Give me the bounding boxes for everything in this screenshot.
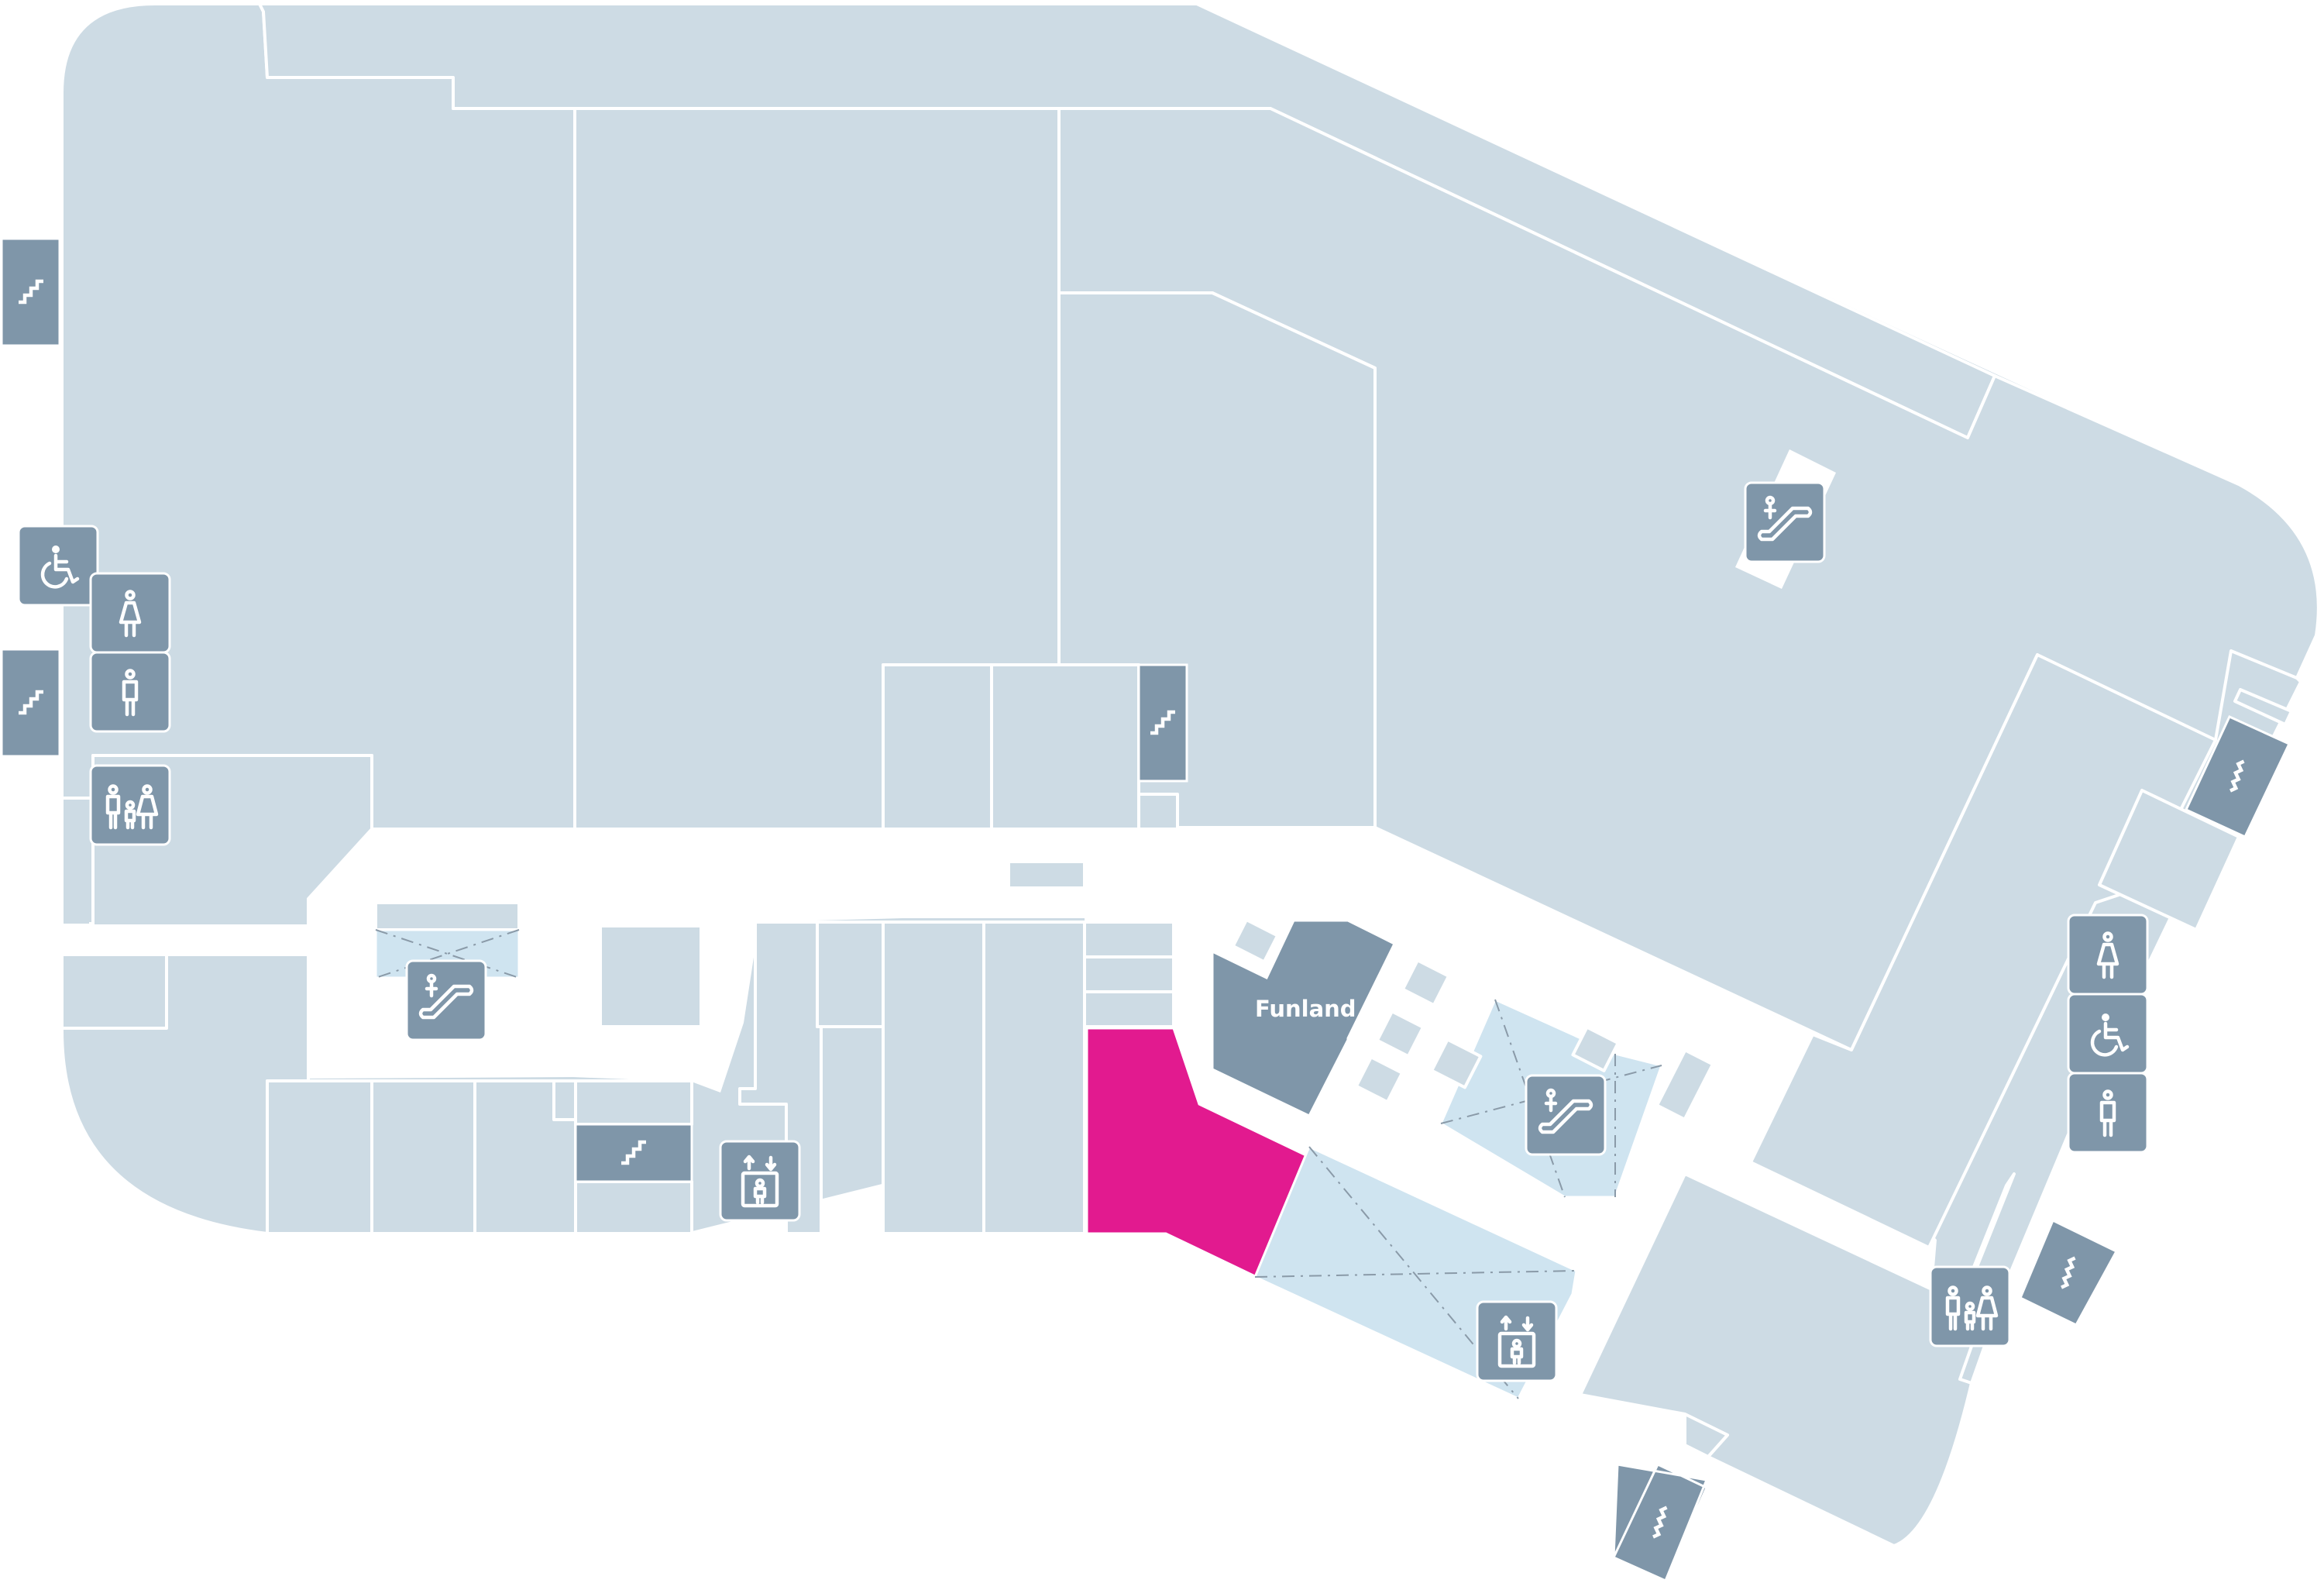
kiosk-3 xyxy=(1375,1010,1425,1058)
stairs-south[interactable] xyxy=(1611,1463,1709,1583)
stairs-west-lower[interactable] xyxy=(0,648,61,758)
funland-block[interactable] xyxy=(1211,919,1397,1117)
family-restroom-west[interactable] xyxy=(89,764,171,846)
shop-central-south-b xyxy=(816,921,885,1028)
anchor-store-southeast xyxy=(1579,1172,1985,1547)
elevator-south[interactable] xyxy=(1476,1300,1558,1382)
stairs-south-west[interactable] xyxy=(574,1123,693,1183)
shop-central-block xyxy=(599,924,703,1028)
shop-south-2 xyxy=(370,1079,476,1235)
escalator-northeast[interactable] xyxy=(1744,481,1826,563)
kiosk-7 xyxy=(1655,1048,1714,1121)
shop-central-south-c xyxy=(882,921,985,1235)
shop-kiosk-b xyxy=(990,663,1140,831)
shop-north-strip xyxy=(258,2,1996,439)
kiosk-4 xyxy=(1354,1055,1404,1104)
mens-restroom-west[interactable] xyxy=(89,651,171,733)
stairs-east[interactable] xyxy=(2185,715,2291,838)
stairs-southeast[interactable] xyxy=(2019,1218,2119,1327)
shop-south-4b xyxy=(574,1180,693,1235)
kiosk-1 xyxy=(1231,918,1280,964)
accessible-restroom-east[interactable] xyxy=(2067,993,2149,1075)
entrance-east xyxy=(2233,688,2293,726)
mens-restroom-east[interactable] xyxy=(2067,1072,2149,1154)
womens-restroom-east[interactable] xyxy=(2067,914,2149,996)
west-corridor xyxy=(62,924,310,955)
kiosk-2 xyxy=(1401,958,1451,1007)
shop-west-small xyxy=(60,953,168,1030)
shop-central-south-e xyxy=(1083,921,1175,958)
shop-west-kiosk xyxy=(374,901,521,931)
accessible-restroom-west[interactable] xyxy=(17,525,99,607)
funland-label: Funland xyxy=(1255,996,1356,1022)
info-kiosk xyxy=(1007,860,1086,890)
womens-restroom-west[interactable] xyxy=(89,572,171,654)
stairs-west-upper[interactable] xyxy=(0,237,61,347)
kiosk-5 xyxy=(1430,1038,1483,1089)
shop-south-4 xyxy=(574,1079,693,1126)
stairs-north-center[interactable] xyxy=(1137,663,1188,783)
family-restroom-east[interactable] xyxy=(1929,1265,2011,1347)
shop-central-south-d xyxy=(982,921,1086,1235)
shop-kiosk-a xyxy=(882,663,993,831)
shop-central-south-g xyxy=(1083,990,1175,1028)
escalator-west[interactable] xyxy=(405,959,487,1041)
anchor-store-east xyxy=(1749,653,2217,1249)
kiosk-6 xyxy=(1571,1025,1620,1072)
elevator-central[interactable] xyxy=(719,1140,801,1222)
shop-south-1 xyxy=(266,1079,373,1235)
entrance-southeast xyxy=(1683,1413,1729,1458)
shop-central-south-f xyxy=(1083,955,1175,993)
escalator-east[interactable] xyxy=(1525,1074,1607,1156)
shop-east-small xyxy=(2098,789,2240,931)
shop-south-notch xyxy=(552,1079,577,1121)
